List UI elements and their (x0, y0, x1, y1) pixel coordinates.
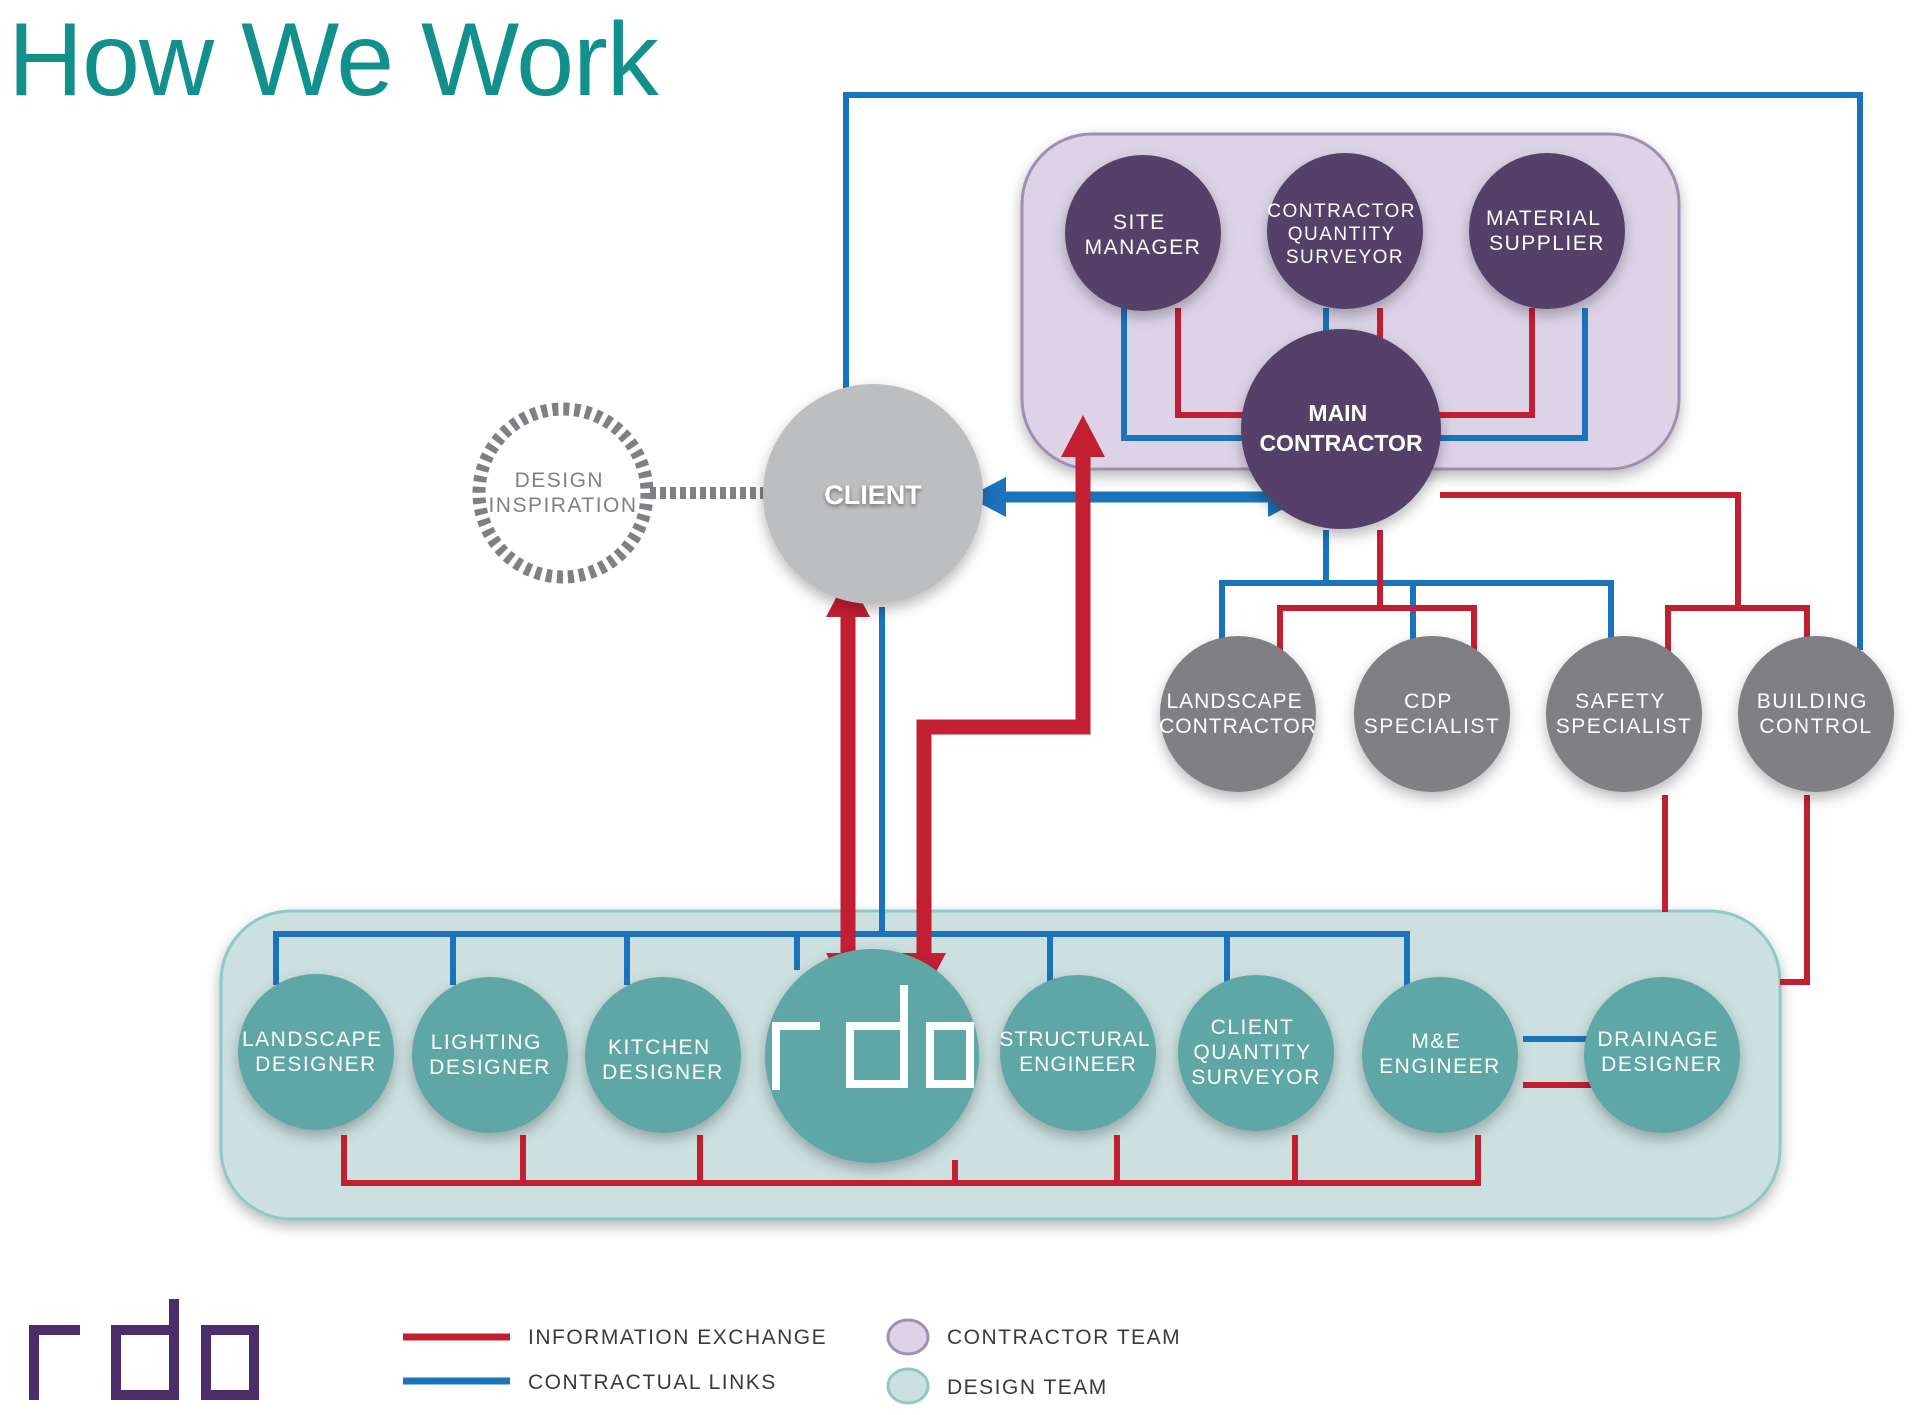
node-landscape-designer: LANDSCAPE DESIGNER (238, 974, 394, 1130)
legend-design-team-label: DESIGN TEAM (947, 1376, 1108, 1399)
major-flows (826, 415, 1306, 995)
node-landscape-contractor: LANDSCAPE CONTRACTOR (1159, 636, 1317, 792)
contractual-link (1121, 308, 1255, 441)
information-link (1420, 308, 1535, 418)
information-link (1780, 795, 1810, 985)
information-links (341, 308, 1810, 1186)
information-link (1277, 605, 1477, 652)
rdo-logo (29, 1299, 259, 1400)
contractual-link (843, 92, 1863, 650)
svg-text:MAIN CONTRACTOR: MAIN CONTRACTOR (1259, 400, 1423, 456)
legend-contractor-team-label: CONTRACTOR TEAM (947, 1326, 1181, 1349)
node-lighting-designer: LIGHTING DESIGNER (412, 977, 568, 1133)
svg-text:SITE MANAGER: SITE MANAGER (1085, 211, 1202, 259)
legend: INFORMATION EXCHANGE CONTRACTUAL LINKS C… (403, 1318, 1181, 1405)
svg-text:KITCHEN DESIGNER: KITCHEN DESIGNER (602, 1036, 724, 1084)
node-me-engineer: M&E ENGINEER (1362, 977, 1518, 1133)
node-safety-specialist: SAFETY SPECIALIST (1546, 636, 1702, 792)
node-kitchen-designer: KITCHEN DESIGNER (585, 977, 741, 1133)
svg-text:CLIENT QUANTITY SU: CLIENT QUANTITY SURVEYOR (1191, 1016, 1320, 1089)
node-main-contractor: MAIN CONTRACTOR (1241, 329, 1441, 529)
node-contractor-quantity-surveyor: CONTRACTOR QUANTITY SURVEYOR (1267, 153, 1423, 309)
svg-text:LIGHTING DESIGNER: LIGHTING DESIGNER (429, 1031, 551, 1079)
node-site-manager: SITE MANAGER (1065, 155, 1221, 311)
node-rdo (765, 949, 979, 1163)
rdo-logo-mark (772, 985, 974, 1090)
information-link (1665, 605, 1810, 652)
information-link (341, 1135, 1481, 1186)
svg-text:LANDSCAPE CONTRACTOR: LANDSCAPE CONTRACTOR (1159, 690, 1317, 738)
svg-text:M&E ENGINEER: M&E ENGINEER (1379, 1030, 1501, 1078)
node-design-inspiration: DESIGN INSPIRATION (472, 402, 654, 584)
svg-text:DRAINAGE DESIGNER: DRAINAGE DESIGNER (1597, 1028, 1726, 1076)
page-title: How We Work (8, 2, 659, 118)
contractual-link (1326, 580, 1614, 652)
contractual-link (1440, 308, 1588, 441)
information-link (1440, 492, 1741, 608)
svg-text:BUILDING CONTROL: BUILDING CONTROL (1757, 690, 1876, 738)
arrowhead (968, 477, 1006, 517)
node-material-supplier: MATERIAL SUPPLIER (1469, 153, 1625, 309)
node-cdp-specialist: CDP SPECIALIST (1354, 636, 1510, 792)
svg-text:CDP SPECIALIST: CDP SPECIALIST (1364, 690, 1500, 738)
node-building-control: BUILDING CONTROL (1738, 636, 1894, 792)
contractual-link (1219, 530, 1329, 652)
svg-text:LANDSCAPE DESIGNER: LANDSCAPE DESIGNER (242, 1028, 390, 1076)
arrowhead (1061, 415, 1105, 457)
svg-text:DESIGN INSPIRATION: DESIGN INSPIRATION (488, 469, 637, 517)
svg-text:MATERIAL SUPPLIER: MATERIAL SUPPLIER (1486, 207, 1608, 255)
svg-text:SAFETY SPECIALIST: SAFETY SPECIALIST (1556, 690, 1692, 738)
node-client-quantity-surveyor: CLIENT QUANTITY SURVEYOR (1178, 975, 1334, 1131)
rdo-contractor-information-arrow (916, 450, 1091, 958)
svg-text:STRUCTURAL ENGINEER: STRUCTURAL ENGINEER (999, 1028, 1156, 1076)
legend-contractor-team-swatch (886, 1318, 930, 1356)
legend-design-team-swatch (886, 1367, 930, 1405)
svg-text:CONTRACTOR QUANTITY: CONTRACTOR QUANTITY SURVEYOR (1267, 201, 1423, 268)
node-client: CLIENT (763, 384, 983, 604)
legend-information-label: INFORMATION EXCHANGE (528, 1326, 827, 1349)
node-drainage-designer: DRAINAGE DESIGNER (1584, 977, 1740, 1133)
svg-text:CLIENT: CLIENT (824, 480, 922, 510)
design-team-box (219, 909, 1782, 1221)
node-structural-engineer: STRUCTURAL ENGINEER (999, 975, 1156, 1131)
legend-contractual-label: CONTRACTUAL LINKS (528, 1371, 777, 1394)
